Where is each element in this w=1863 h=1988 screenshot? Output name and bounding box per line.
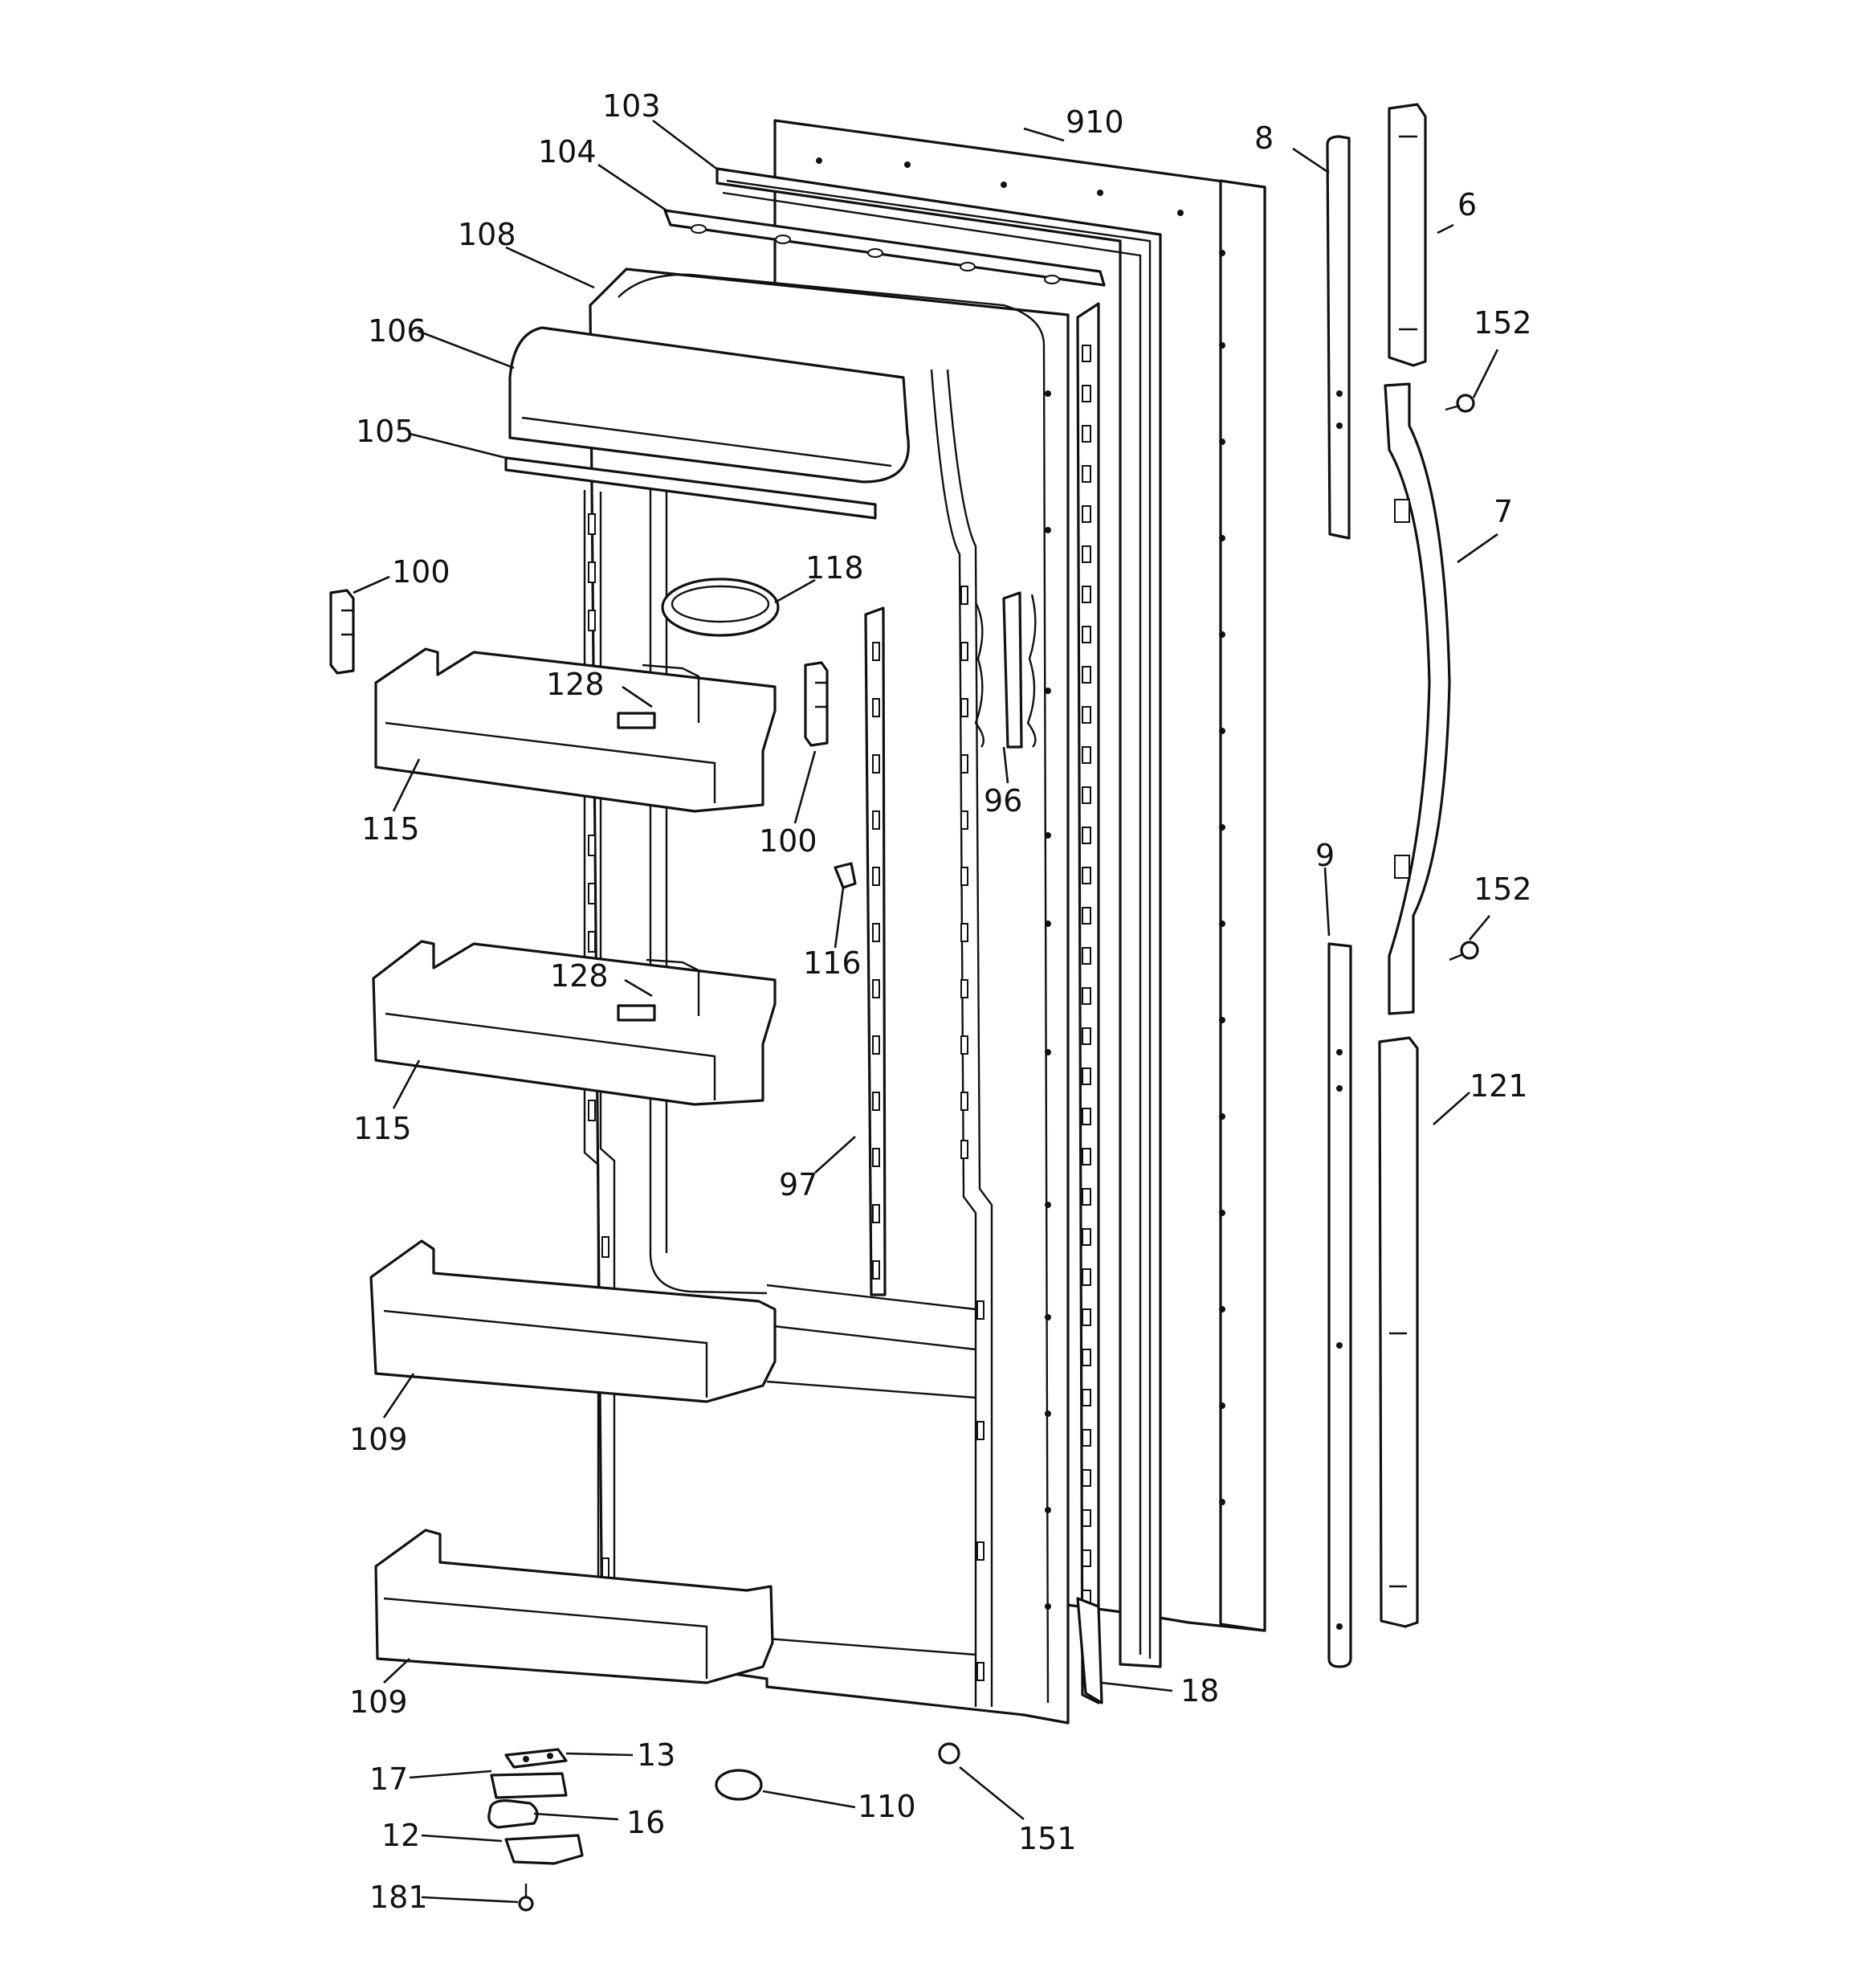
- part-labels: 103 104 108 106 105 910 8 6 152 7 118 10…: [349, 88, 1532, 1915]
- door-bin-upper: [374, 647, 777, 813]
- label-109-lower: 109: [349, 1684, 408, 1720]
- door-seal-strip: [1076, 1597, 1103, 1704]
- door-bin-bottom: [374, 1529, 774, 1684]
- handle-end-cap-top: [1388, 103, 1427, 367]
- hinge-base: [504, 1834, 584, 1865]
- label-7: 7: [1494, 494, 1513, 529]
- shelf-bracket-left: [329, 589, 355, 675]
- label-18: 18: [1180, 1673, 1219, 1708]
- shelf-rail-right: [974, 591, 1037, 749]
- label-152-lower: 152: [1474, 872, 1532, 907]
- label-115-lower: 115: [353, 1111, 412, 1146]
- top-breaker-strip: [663, 209, 1106, 287]
- label-16: 16: [626, 1805, 665, 1840]
- shelf-clip: [834, 862, 857, 889]
- label-128-upper: 128: [546, 667, 605, 702]
- label-116: 116: [803, 945, 862, 981]
- label-151: 151: [1018, 1821, 1077, 1856]
- door-stop: [715, 1769, 763, 1801]
- door-bin-middle: [372, 940, 777, 1106]
- handle-end-cap-bottom: [1378, 1036, 1419, 1628]
- screw-upper: [1445, 394, 1475, 413]
- label-115-upper: 115: [361, 811, 420, 847]
- handle-trim-upper: [1326, 135, 1351, 540]
- label-105: 105: [356, 414, 414, 449]
- dairy-compartment-door: [508, 326, 910, 484]
- shelf-bracket-right: [804, 661, 829, 747]
- screw-lower: [1449, 941, 1479, 961]
- door-gasket-frame: [715, 167, 1162, 1668]
- leader-lines: [353, 119, 1499, 1904]
- door-screw: [938, 1742, 960, 1765]
- egg-tray-ring: [661, 578, 780, 637]
- door-handle: [1384, 382, 1451, 1015]
- label-121: 121: [1470, 1068, 1528, 1104]
- label-8: 8: [1254, 120, 1274, 156]
- door-bin-lower: [369, 1239, 777, 1403]
- label-96: 96: [984, 783, 1022, 818]
- label-97: 97: [779, 1167, 817, 1202]
- hinge-plate: [504, 1748, 568, 1769]
- label-109-upper: 109: [349, 1422, 408, 1457]
- dairy-door-hinge-bar: [504, 456, 877, 520]
- hinge-cam: [487, 1799, 539, 1829]
- hinge-screw: [518, 1884, 534, 1912]
- label-128-lower: 128: [550, 958, 609, 994]
- handle-trim-lower: [1327, 942, 1352, 1668]
- label-152-upper: 152: [1474, 305, 1532, 341]
- label-17: 17: [369, 1761, 408, 1797]
- hinge-bushing: [490, 1772, 568, 1799]
- label-12: 12: [381, 1818, 420, 1853]
- label-108: 108: [458, 217, 516, 252]
- label-100-left: 100: [392, 554, 450, 590]
- label-910: 910: [1066, 104, 1124, 140]
- label-100-right: 100: [759, 823, 817, 859]
- label-118: 118: [805, 550, 864, 586]
- label-13: 13: [637, 1737, 675, 1773]
- label-9: 9: [1315, 838, 1335, 873]
- label-106: 106: [368, 313, 426, 349]
- shelf-rail-left: [864, 606, 887, 1296]
- label-103: 103: [602, 88, 661, 124]
- label-110: 110: [858, 1789, 916, 1824]
- label-6: 6: [1457, 187, 1477, 222]
- label-104: 104: [538, 134, 597, 169]
- label-181: 181: [369, 1880, 428, 1915]
